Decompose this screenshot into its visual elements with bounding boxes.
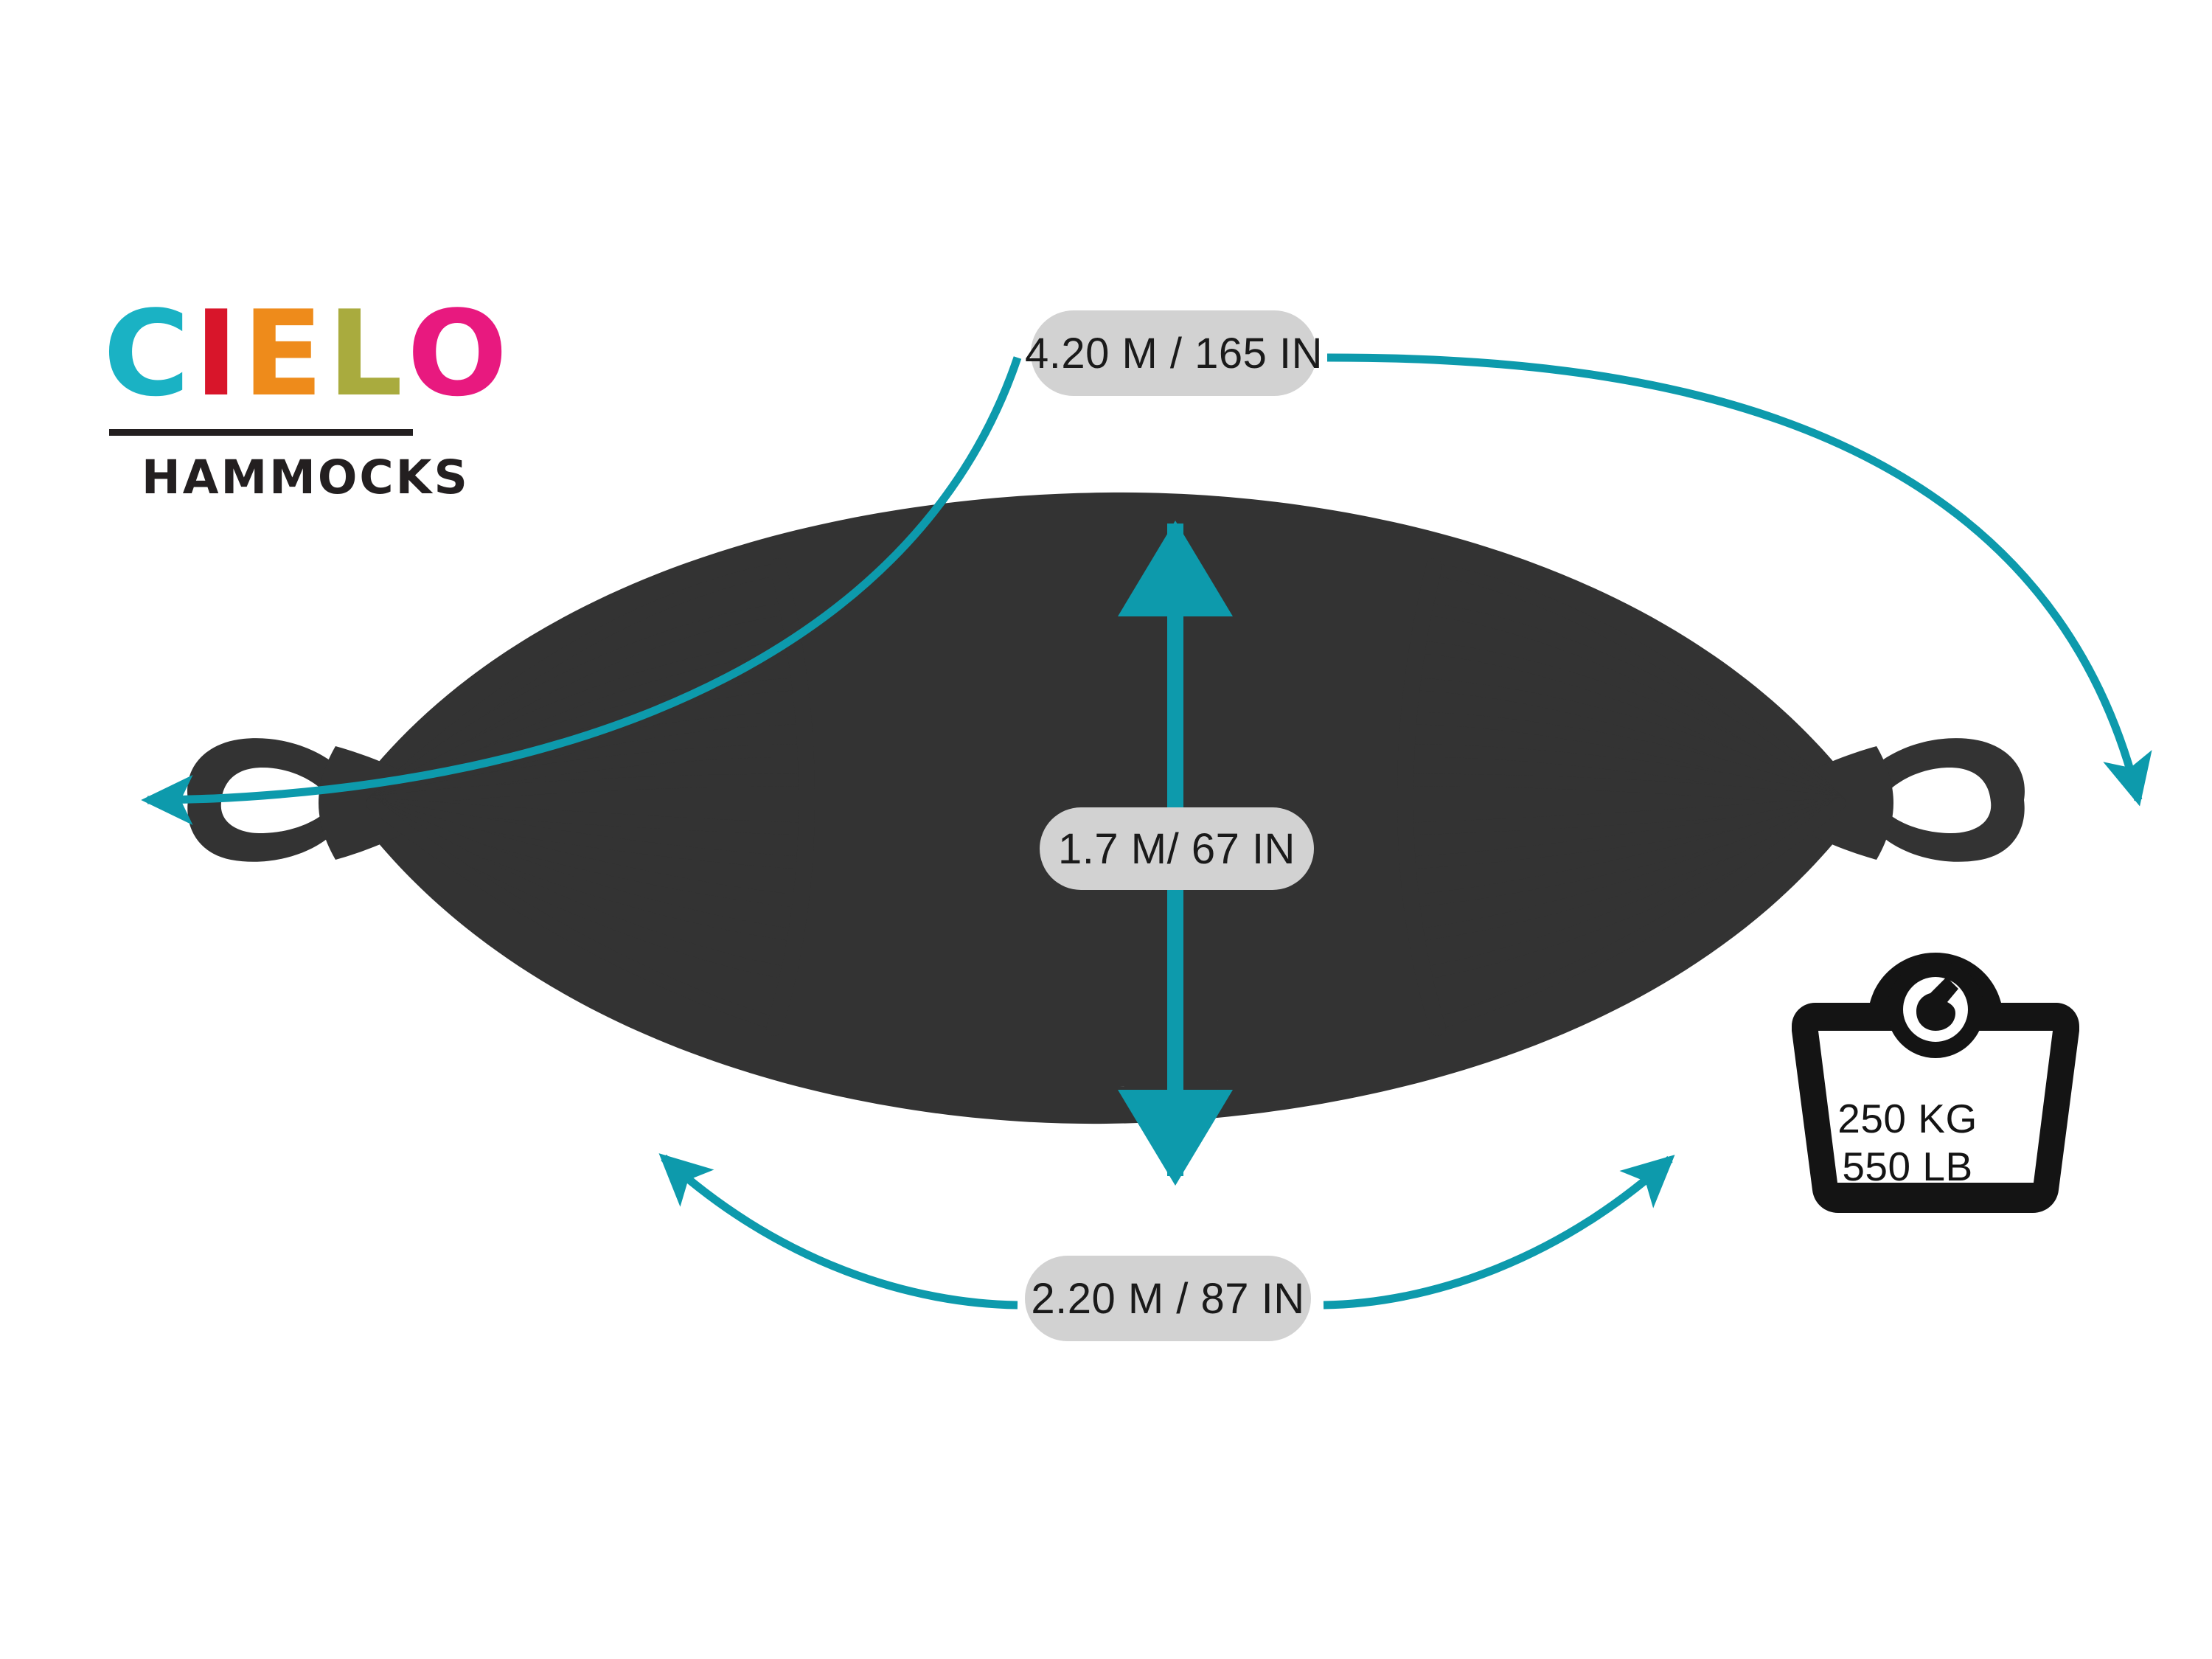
weight-scale-icon — [1792, 953, 2079, 1213]
right-fan-spine — [1397, 558, 1446, 1036]
left-fan-strings — [366, 563, 809, 1030]
height-dimension-arrow — [1118, 521, 1233, 1186]
logo-subtitle: HAMMOCKS — [142, 451, 470, 504]
width-measurement-label: 2.20 M / 87 IN — [1025, 1256, 1311, 1341]
right-hanging-loop — [1860, 738, 2025, 862]
logo-divider-rule — [109, 429, 413, 436]
left-fan-spine — [766, 558, 815, 1036]
brand-logo: CIELO HAMMOCKS — [103, 285, 507, 509]
logo-letter-c: C — [103, 285, 195, 422]
right-fan-strings — [1403, 563, 1846, 1030]
logo-wordmark: CIELO — [103, 285, 507, 422]
hammock-illustration — [187, 492, 2025, 1124]
logo-letter-o: O — [407, 285, 512, 422]
height-measurement-label: 1.7 M/ 67 IN — [1040, 807, 1314, 890]
weight-capacity-badge: 250 KG 550 LB — [1778, 992, 2037, 1220]
logo-letter-e: E — [242, 285, 328, 422]
length-dimension-arrow — [141, 353, 2152, 826]
width-dimension-arrow — [658, 1153, 1675, 1310]
logo-letter-i: I — [194, 285, 243, 422]
length-measurement-label: 4.20 M / 165 IN — [1025, 310, 1323, 396]
weight-capacity-text: 250 KG 550 LB — [1837, 1096, 1978, 1189]
logo-letter-l: L — [327, 285, 408, 422]
left-hanging-loop — [187, 738, 352, 862]
